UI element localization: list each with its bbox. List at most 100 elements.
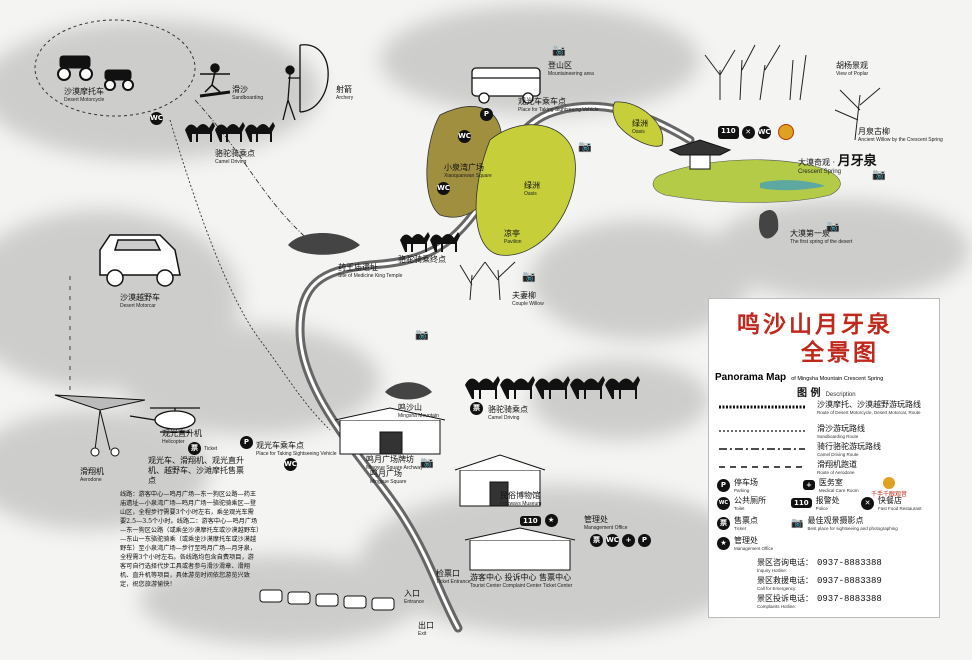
desert-car-cn: 沙漠越野车	[120, 293, 160, 302]
wc-icon: WC	[606, 534, 619, 547]
oasis-area-1	[475, 124, 576, 256]
building-drawings	[334, 139, 732, 571]
sightseeing-bus-drawing	[471, 67, 541, 104]
folkways-cn: 民俗博物馆	[500, 491, 540, 500]
sandboarder-drawing	[199, 63, 231, 98]
motorcycle-drawing	[57, 55, 134, 91]
crescent-cn: 月牙泉	[837, 154, 877, 169]
legend-icon-cn: 快餐店	[878, 496, 902, 505]
wc-icon: WC	[437, 182, 450, 195]
management-star-icon: ★	[544, 514, 558, 527]
wc-icon: WC	[150, 112, 163, 125]
desert-car-en: Desert Motorcar	[120, 303, 156, 309]
police-icon: 110	[718, 126, 739, 139]
archery-cn: 射箭	[336, 85, 352, 94]
medical-icon: +	[622, 534, 635, 547]
legend-heading-en: Description	[825, 392, 856, 398]
wc-icon: WC	[284, 458, 297, 471]
mountaineering-cn: 登山区	[548, 61, 572, 70]
camel-caravan-3	[400, 232, 460, 252]
aerodone-en: Aerodone	[80, 477, 102, 483]
couple-willow-en: Couple Willow	[512, 301, 544, 307]
phone-label-cn: 景区咨询电话：	[757, 558, 813, 567]
legend-row-en: Camel Driving Route	[817, 452, 859, 457]
entrance-cn: 入口	[404, 589, 420, 598]
label-crescent-spring: 大漠奇观 · 月牙泉 Crescent Spring	[798, 150, 877, 175]
management-star-icon: ★	[717, 536, 730, 550]
crescent-spring-area	[652, 159, 841, 203]
camera-icon: 📷	[552, 44, 566, 57]
legend-row-en: Sandboarding Route	[817, 434, 859, 439]
label-helicopter-tour: 观光直升机 Helicopter	[162, 428, 202, 445]
label-desert-motorcycle: 沙漠摩托车 Desert Motorcycle	[64, 86, 104, 103]
ticket-icon: 票	[470, 402, 483, 415]
aerodone-cn: 滑翔机	[80, 467, 104, 476]
jeep-drawing	[99, 234, 181, 287]
pavilion-en: Pavilion	[504, 239, 522, 245]
parking-icon: P	[480, 108, 493, 121]
camera-icon: 📷	[826, 220, 840, 233]
brand-text: 千手千眼观音	[871, 491, 908, 498]
sightseeing-vehicle-cn: 观光车乘车点	[518, 97, 566, 106]
desert-moto-en: Desert Motorcycle	[64, 97, 105, 103]
oasis1-cn: 绿洲	[524, 181, 540, 190]
label-desert-car: 沙漠越野车 Desert Motorcar	[120, 292, 160, 309]
moto-route-swatch	[719, 405, 805, 409]
label-ancient-willow: 月泉古柳 Ancient Willow by the Crescent Spri…	[858, 126, 943, 143]
title-en-main: Panorama Map	[715, 372, 787, 383]
sandboarding-cn: 滑沙	[232, 85, 248, 94]
first-spring-en: The first spring of the desert	[790, 239, 853, 245]
legend-icon-cn: 医务室	[818, 478, 843, 487]
legend-icon-en: Ticket	[734, 526, 746, 531]
poi-icons-visitor: 票 WC + P	[590, 534, 651, 547]
legend-heading-cn: 图 例	[797, 388, 821, 399]
phone-number: 0937-8883389	[817, 576, 882, 586]
camel-driving2-en: Camel Driving	[488, 415, 520, 421]
fast-food-icon: ✕	[861, 496, 874, 510]
exit-en: Exit	[418, 631, 427, 637]
label-couple-willow: 夫妻柳 Couple Willow	[512, 290, 544, 307]
title-en-sub: of Mingsha Mountain Crescent Spring	[791, 376, 884, 382]
mingyue-sq-en: Mingyue Square	[370, 479, 407, 485]
legend-row-en: Route of Desert Motorcycle, Desert Motor…	[817, 410, 921, 415]
sandboarding-en: Sandboarding	[232, 95, 264, 101]
label-camel-end: 骆驼骑乘终点	[398, 254, 446, 265]
sand-route-swatch	[719, 430, 805, 432]
label-archery: 射箭 Archery	[336, 84, 353, 101]
phone-label-en: Call for Emergency:	[757, 586, 797, 591]
couple-willow-cn: 夫妻柳	[512, 291, 536, 300]
fast-food-icon: ✕	[741, 126, 755, 139]
crescent-en: Crescent Spring	[798, 169, 842, 175]
label-aerodone: 滑翔机 Aerodone	[80, 466, 104, 483]
visitor-center-en: Tourist Center Complaint Center Ticket C…	[470, 583, 573, 589]
label-folkways: 民俗博物馆 Folkways Museum	[500, 490, 541, 507]
label-management: 管理处 Management Office	[584, 514, 628, 531]
legend-route-camel: 骑行骆驼游玩路线 Camel Driving Route	[717, 441, 881, 457]
desert-motorcycle-route	[34, 19, 196, 117]
map-title-en: Panorama Map of Mingsha Mountain Crescen…	[715, 365, 883, 384]
map-title-line2: 全景图	[801, 340, 879, 366]
mingsha-mtn-en: Mingsha Mountain	[398, 413, 439, 419]
label-oasis-1: 绿洲 Oasis	[524, 180, 540, 197]
label-medicine-temple: 药王庙遗址 Site of Medicine King Temple	[338, 262, 402, 279]
pavilion-cn: 凉亭	[504, 229, 520, 238]
aerodone-drawing	[54, 394, 146, 457]
camera-icon: 📷	[420, 456, 434, 469]
camel-caravan-1	[185, 122, 275, 142]
archery-en: Archery	[336, 95, 354, 101]
legend-row-cn: 滑翔机跑道	[817, 460, 857, 469]
phone-label-en: Complaints Hotline:	[757, 604, 797, 609]
phone-inquiry: 景区咨询电话：Inquiry Hotline: 0937-8883388	[757, 557, 882, 573]
medical-icon: +	[803, 480, 815, 490]
parked-cars-drawing	[259, 589, 395, 611]
ticket-icon: 票	[590, 534, 603, 547]
legend-row-cn: 滑沙游玩路线	[817, 424, 865, 433]
spring-water	[760, 180, 825, 191]
camel-driving2-cn: 骆驼骑乘点	[488, 405, 528, 414]
legend-panel: 鸣沙山月牙泉 全景图 Panorama Map of Mingsha Mount…	[708, 298, 940, 618]
legend-icon-cn: 管理处	[734, 536, 758, 545]
